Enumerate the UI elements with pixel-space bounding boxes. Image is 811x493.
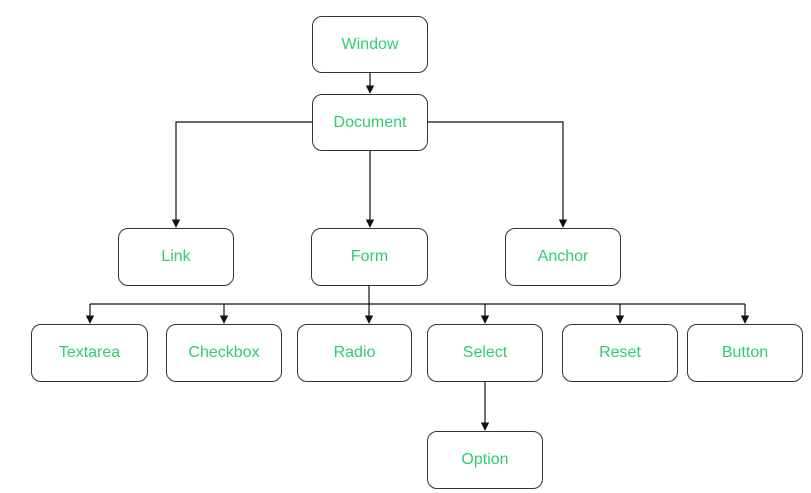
node-select: Select — [427, 324, 543, 382]
edge-document-link — [171, 121, 312, 228]
node-checkbox: Checkbox — [166, 324, 282, 382]
node-radio: Radio — [297, 324, 412, 382]
node-reset: Reset — [562, 324, 678, 382]
node-anchor: Anchor — [505, 228, 621, 286]
node-option: Option — [427, 431, 543, 489]
edge-document-anchor — [428, 121, 568, 228]
node-window: Window — [312, 16, 428, 73]
node-document: Document — [312, 94, 428, 151]
node-textarea: Textarea — [31, 324, 148, 382]
node-button: Button — [687, 324, 803, 382]
node-link: Link — [118, 228, 234, 286]
node-form: Form — [311, 228, 428, 286]
